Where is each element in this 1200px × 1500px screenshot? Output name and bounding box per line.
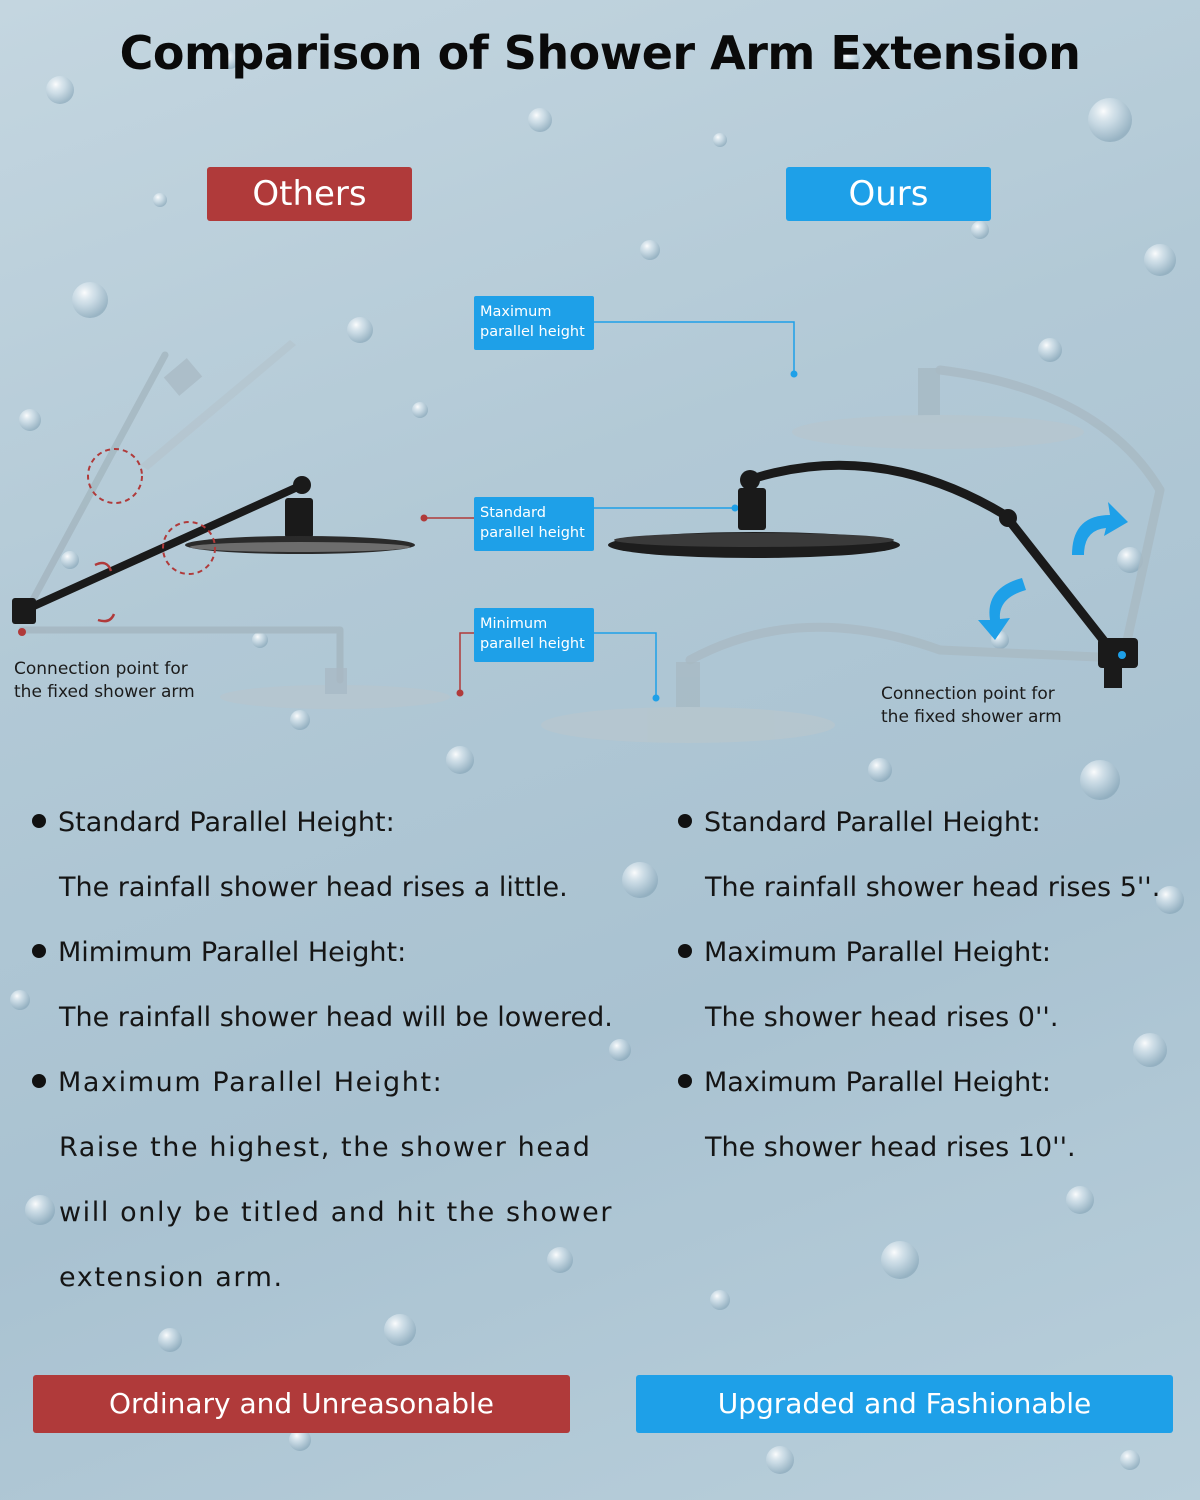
list-item: Maximum Parallel Height: [678,1050,1193,1115]
bullet-icon [32,1073,46,1088]
list-item-detail: Raise the highest, the shower head [59,1132,592,1163]
others-connection-label: Connection point for the fixed shower ar… [14,659,195,702]
list-item: Standard Parallel Height: [32,790,672,855]
list-item-detail: The shower head rises 0''. [705,1002,1059,1033]
callout-maximum-parallel-height: Maximum parallel height [474,296,594,350]
list-item-detail: The rainfall shower head will be lowered… [59,1002,613,1033]
others-connection-dot [18,628,26,636]
ours-rotation-arrows [978,502,1128,640]
bullet-icon [678,813,692,828]
bullet-icon [32,813,46,828]
list-item-detail: extension arm. [59,1262,284,1293]
others-problem-circles [87,448,216,575]
others-ghost-heads [140,340,450,709]
callout-minimum-parallel-height: Minimum parallel height [474,608,594,662]
others-feature-list: Standard Parallel Height: The rainfall s… [32,790,672,1310]
list-item-detail: The shower head rises 10''. [705,1132,1076,1163]
list-item: Mimimum Parallel Height: [32,920,672,985]
bullet-icon [678,943,692,958]
list-item: Maximum Parallel Height: [678,920,1193,985]
list-item: Maximum Parallel Height: [32,1050,672,1115]
ours-connection-label: Connection point for the fixed shower ar… [881,684,1062,727]
list-item: Standard Parallel Height: [678,790,1193,855]
ours-black-arm [608,460,1138,688]
ours-label: Ours [786,167,991,221]
others-verdict-banner: Ordinary and Unreasonable [33,1375,570,1433]
ours-verdict-banner: Upgraded and Fashionable [636,1375,1173,1433]
ours-ghost-heads [541,368,1084,743]
bullet-icon [678,1073,692,1088]
others-label: Others [207,167,412,221]
list-item-detail: The rainfall shower head rises a little. [59,872,568,903]
page-title: Comparison of Shower Arm Extension [119,26,1081,80]
bullet-icon [32,943,46,958]
others-adjust-arrows [94,561,116,623]
list-item-detail: will only be titled and hit the shower [59,1197,614,1228]
callout-standard-parallel-height: Standard parallel height [474,497,594,551]
others-black-arm [12,476,415,624]
callout-leader-lines [594,321,795,696]
list-item-detail: The rainfall shower head rises 5''. [705,872,1161,903]
ours-ghost-arm [685,365,1165,665]
others-leader-lines [424,517,474,692]
ours-feature-list: Standard Parallel Height: The rainfall s… [678,790,1193,1180]
